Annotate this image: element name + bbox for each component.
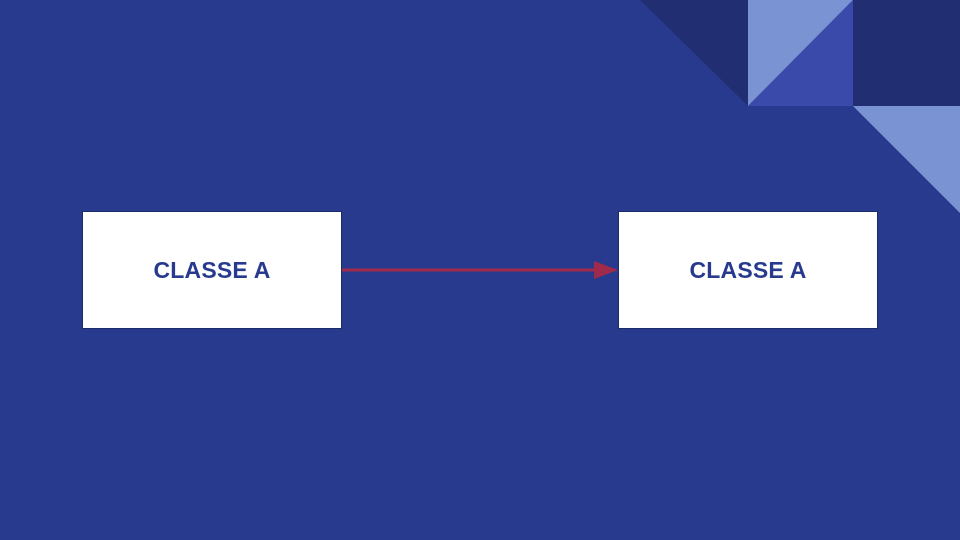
association-arrow (342, 261, 618, 279)
decor-dark-square (853, 0, 960, 106)
decor-light-triangle-bottom (853, 106, 960, 213)
class-box-target[interactable]: CLASSE A (618, 211, 878, 329)
arrow-head (594, 261, 618, 279)
class-label: CLASSE A (689, 256, 807, 283)
class-label: CLASSE A (153, 256, 271, 283)
decor-mid-triangle (748, 0, 853, 106)
class-box-source[interactable]: CLASSE A (82, 211, 342, 329)
decor-dark-triangle-left (640, 0, 748, 106)
